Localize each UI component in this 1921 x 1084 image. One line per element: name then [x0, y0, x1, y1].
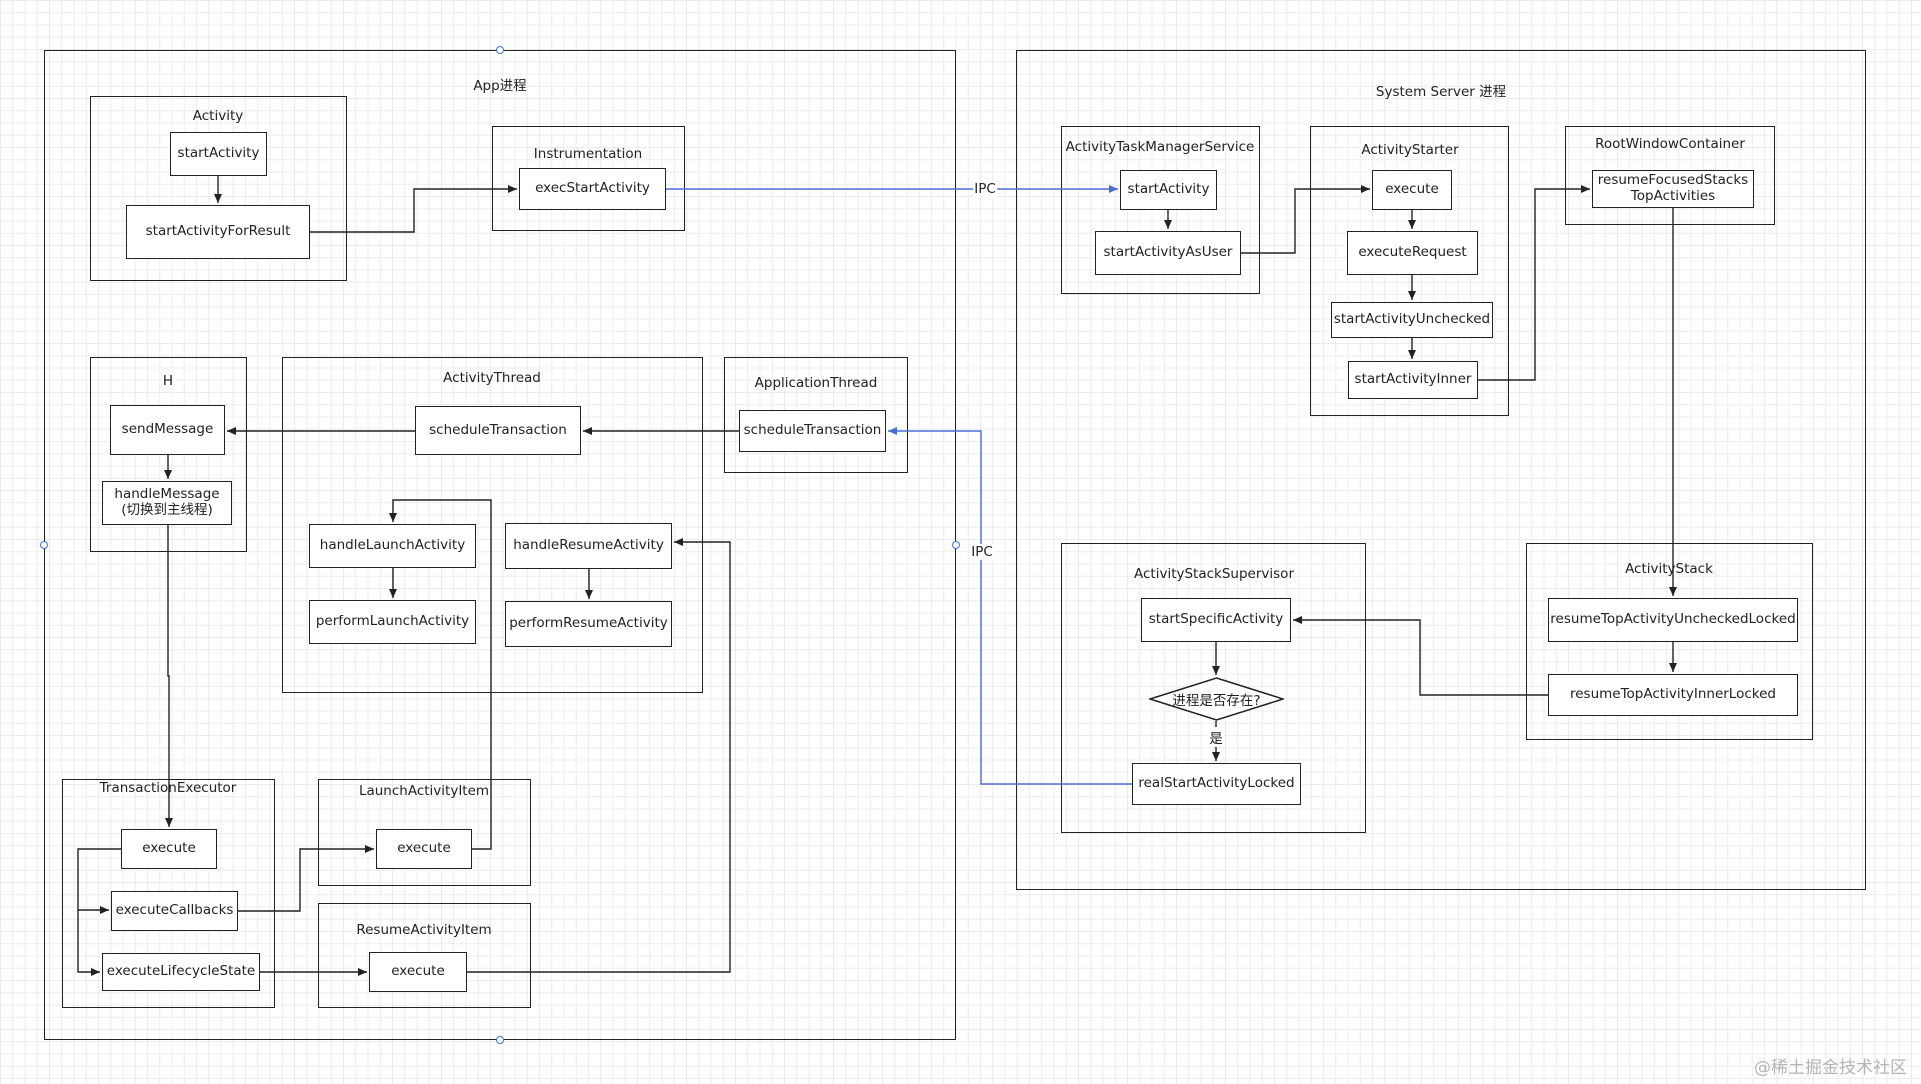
activity-starter-execute-node[interactable]: execute	[1372, 170, 1452, 210]
activity-stack-title: ActivityStack	[1625, 561, 1713, 577]
application-thread-group	[724, 357, 908, 473]
atms-group	[1061, 126, 1260, 294]
start-activity-as-user-node[interactable]: startActivityAsUser	[1095, 231, 1241, 275]
handle-resume-activity-node[interactable]: handleResumeActivity	[505, 523, 672, 569]
edge-inner-locked-to-startspecific	[1293, 616, 1548, 696]
decision-diamond-shape	[1149, 677, 1284, 721]
process-exists-decision[interactable]: 进程是否存在?	[1149, 677, 1284, 721]
transaction-executor-execute-node[interactable]: execute	[121, 829, 217, 869]
activity-stack-supervisor-title: ActivityStackSupervisor	[1134, 566, 1294, 582]
activity-stack-group	[1526, 543, 1813, 740]
resume-activity-item-execute-node[interactable]: execute	[369, 952, 467, 992]
watermark: @稀土掘金技术社区	[1754, 1058, 1907, 1078]
system-server-process-container	[1016, 50, 1866, 890]
instrumentation-title: Instrumentation	[533, 146, 643, 162]
handle-message-node[interactable]: handleMessage (切换到主线程)	[102, 481, 232, 525]
system-server-process-title: System Server 进程	[1375, 84, 1507, 100]
launch-activity-item-title: LaunchActivityItem	[358, 783, 490, 799]
atms-title: ActivityTaskManagerService	[1065, 139, 1255, 155]
ipc-label-top: IPC	[973, 181, 997, 197]
edge-asuser-to-starter-execute	[1241, 185, 1370, 254]
edge-launchitem-to-handlelaunch	[389, 499, 492, 850]
activity-thread-title: ActivityThread	[443, 370, 541, 386]
resume-activity-item-title: ResumeActivityItem	[356, 922, 492, 938]
activity-starter-title: ActivityStarter	[1361, 142, 1459, 158]
activity-stack-supervisor-group	[1061, 543, 1366, 833]
resize-handle-top[interactable]	[496, 46, 504, 54]
edge-execute-to-lifecyclestate	[77, 910, 100, 976]
instrumentation-group	[492, 126, 685, 231]
real-start-activity-locked-node[interactable]: realStartActivityLocked	[1132, 763, 1301, 805]
execute-lifecycle-state-node[interactable]: executeLifecycleState	[102, 953, 260, 991]
decision-label: 进程是否存在?	[1172, 693, 1261, 709]
h-title: H	[162, 373, 174, 389]
perform-resume-activity-node[interactable]: performResumeActivity	[505, 601, 672, 647]
atms-start-activity-node[interactable]: startActivity	[1120, 170, 1217, 210]
resume-top-activity-unchecked-locked-node[interactable]: resumeTopActivityUncheckedLocked	[1548, 598, 1798, 642]
resume-activity-item-group	[318, 903, 531, 1008]
activity-thread-group	[282, 357, 703, 693]
ipc-label-middle: IPC	[970, 544, 994, 560]
send-message-node[interactable]: sendMessage	[110, 405, 225, 455]
resize-handle-left[interactable]	[40, 541, 48, 549]
ipc-edge-realstart-to-appthread	[888, 427, 1132, 785]
activity-thread-schedule-transaction-node[interactable]: scheduleTransaction	[415, 406, 581, 455]
perform-launch-activity-node[interactable]: performLaunchActivity	[309, 600, 476, 644]
activity-title: Activity	[192, 108, 244, 124]
edge-inner-to-resumefocused	[1478, 185, 1590, 381]
start-activity-for-result-node[interactable]: startActivityForResult	[126, 205, 310, 259]
handle-launch-activity-node[interactable]: handleLaunchActivity	[309, 524, 476, 568]
application-thread-schedule-transaction-node[interactable]: scheduleTransaction	[739, 410, 886, 452]
transaction-executor-title: TransactionExecutor	[99, 780, 237, 796]
start-activity-unchecked-node[interactable]: startActivityUnchecked	[1331, 302, 1493, 338]
edge-execute-to-executecallbacks	[77, 848, 121, 914]
application-thread-title: ApplicationThread	[754, 375, 878, 391]
resize-handle-right[interactable]	[952, 541, 960, 549]
root-window-container-group	[1565, 126, 1775, 225]
edge-callbacks-to-launchitem-execute	[238, 845, 374, 912]
execute-request-node[interactable]: executeRequest	[1347, 231, 1478, 275]
app-process-title: App进程	[473, 78, 527, 94]
launch-activity-item-execute-node[interactable]: execute	[376, 829, 472, 869]
start-specific-activity-node[interactable]: startSpecificActivity	[1141, 598, 1291, 642]
edge-resumeitem-to-handleresume	[467, 538, 731, 973]
resume-focused-stacks-top-activities-node[interactable]: resumeFocusedStacks TopActivities	[1592, 170, 1754, 208]
execute-callbacks-node[interactable]: executeCallbacks	[111, 891, 238, 931]
root-window-container-title: RootWindowContainer	[1595, 136, 1745, 152]
edge-handlemessage-to-executor-execute	[165, 525, 173, 827]
resume-top-activity-inner-locked-node[interactable]: resumeTopActivityInnerLocked	[1548, 674, 1798, 716]
resize-handle-bottom[interactable]	[496, 1036, 504, 1044]
activity-starter-group	[1310, 126, 1509, 416]
start-activity-node[interactable]: startActivity	[170, 132, 267, 176]
launch-activity-item-group	[318, 779, 531, 886]
edge-forresult-to-execstartactivity	[310, 185, 517, 233]
exec-start-activity-node[interactable]: execStartActivity	[519, 168, 666, 210]
decision-yes-label: 是	[1208, 727, 1224, 747]
activity-group	[90, 96, 347, 281]
start-activity-inner-node[interactable]: startActivityInner	[1348, 361, 1478, 399]
